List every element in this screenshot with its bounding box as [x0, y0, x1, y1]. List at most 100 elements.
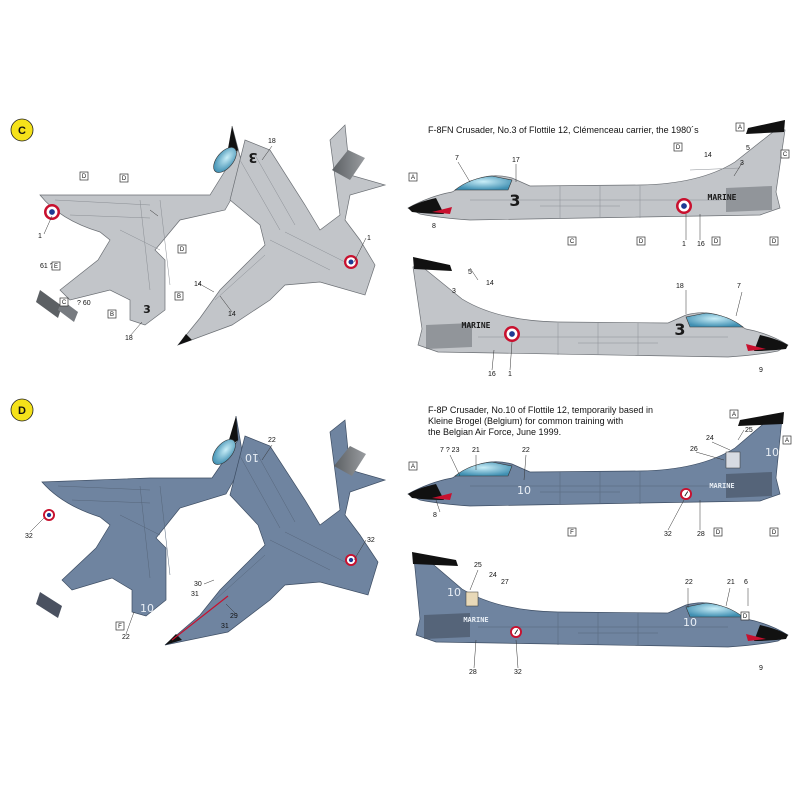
box-b-1: B — [177, 294, 181, 300]
d-callout-32-side: 32 — [664, 531, 672, 538]
callout-1: 1 — [38, 233, 42, 240]
box-c-2: C — [783, 152, 788, 158]
c-side2-marine: MARINE — [462, 321, 491, 330]
d-callout-28-lower: 28 — [469, 669, 477, 676]
d-top-number: 10 — [140, 602, 154, 615]
d-callout-21: 21 — [472, 447, 480, 454]
callout-60: ? 60 — [77, 300, 91, 307]
callout-18-lower: 18 — [676, 283, 684, 290]
callout-5-lower: 5 — [468, 269, 472, 276]
section-d-caption-line-3: the Belgian Air Force, June 1999. — [428, 427, 561, 437]
box-d-2: D — [122, 176, 127, 182]
d-callout-22-lower: 22 — [685, 579, 693, 586]
d-side-view-right: 10 10 MARINE — [412, 552, 789, 648]
d-callout-27: 27 — [501, 579, 509, 586]
d-box-f-1: F — [570, 530, 574, 536]
box-d-3: D — [180, 247, 185, 253]
d-callout-31-a: 31 — [191, 591, 199, 598]
section-d-caption-line-1: F-8P Crusader, No.10 of Flottile 12, tem… — [428, 405, 653, 415]
box-d-6: D — [714, 239, 719, 245]
callout-16-side: 16 — [697, 241, 705, 248]
d-bottom-number: 10 — [245, 451, 259, 464]
section-d: D 10 10 — [10, 398, 792, 676]
d-side1-fin-number: 10 — [765, 446, 779, 459]
d-side1-marine: MARINE — [709, 482, 734, 490]
d-box-d-1: D — [716, 530, 721, 536]
c-top-view: 3 — [36, 125, 246, 326]
callout-8: 8 — [432, 223, 436, 230]
c-callouts: 1 61 ? ? 60 18 18 1 14 14 7 17 14 3 5 1 … — [38, 122, 790, 378]
d-callout-32-top: 32 — [25, 533, 33, 540]
d-side2-marine: MARINE — [463, 616, 488, 624]
callout-14-side: 14 — [704, 152, 712, 159]
d-callouts: 22 32 32 22 30 31 29 31 7 ? 23 21 22 25 … — [25, 409, 792, 676]
d-callout-22-bottom: 22 — [268, 437, 276, 444]
callout-18-top: 18 — [125, 335, 133, 342]
c-side2-number: 3 — [674, 320, 685, 339]
callout-61: 61 ? — [40, 263, 54, 270]
d-callout-6: 6 — [744, 579, 748, 586]
callout-1-bottom: 1 — [367, 235, 371, 242]
box-c-1: C — [62, 300, 67, 306]
c-bottom-number: 3 — [248, 149, 257, 164]
d-box-a-2: A — [732, 412, 736, 418]
c-top-number: 3 — [143, 303, 151, 316]
section-c-caption: F-8FN Crusader, No.3 of Flottile 12, Clé… — [428, 125, 699, 135]
d-callout-26: 26 — [690, 446, 698, 453]
d-callout-32-bottom: 32 — [367, 537, 375, 544]
box-a-1: A — [411, 175, 415, 181]
callout-3-lower: 3 — [452, 288, 456, 295]
d-callout-22-top: 22 — [122, 634, 130, 641]
d-side-view-left: 10 10 MARINE — [407, 412, 784, 507]
box-d-5: D — [639, 239, 644, 245]
box-a-2: A — [738, 125, 742, 131]
d-side2-fin-number: 10 — [447, 586, 461, 599]
box-d-4: D — [676, 145, 681, 151]
section-d-badge — [10, 398, 34, 422]
callout-5-side: 5 — [746, 145, 750, 152]
section-c-badge — [10, 118, 34, 142]
d-box-d-2: D — [772, 530, 777, 536]
callout-17: 17 — [512, 157, 520, 164]
d-box-d-3: D — [743, 614, 748, 620]
d-box-a-1: A — [411, 464, 415, 470]
callout-7-lower: 7 — [737, 283, 741, 290]
callout-7: 7 — [455, 155, 459, 162]
d-callout-22-side: 22 — [522, 447, 530, 454]
d-callout-31-b: 31 — [221, 623, 229, 630]
callout-18-bottom: 18 — [268, 138, 276, 145]
box-c-3: C — [570, 239, 575, 245]
callout-14-lower: 14 — [486, 280, 494, 287]
d-callout-21-lower: 21 — [727, 579, 735, 586]
d-callout-8: 8 — [433, 512, 437, 519]
d-callout-25: 25 — [745, 427, 753, 434]
callout-1-lower: 1 — [508, 371, 512, 378]
box-e-1: E — [54, 264, 58, 270]
c-side1-number: 3 — [509, 191, 520, 210]
d-callout-24-lower: 24 — [489, 572, 497, 579]
d-top-view: 10 — [36, 415, 245, 618]
callout-14-a: 14 — [194, 281, 202, 288]
d-callout-9: 9 — [759, 665, 763, 672]
d-side2-number: 10 — [683, 616, 697, 629]
section-d-badge-label: D — [18, 405, 26, 417]
d-callout-24: 24 — [706, 435, 714, 442]
c-side1-marine: MARINE — [708, 193, 737, 202]
section-c: C 3 3 — [10, 118, 790, 378]
c-side-view-left: 3 MARINE — [407, 120, 786, 221]
callout-1-side: 1 — [682, 241, 686, 248]
d-callout-29: 29 — [230, 613, 238, 620]
d-callout-7-23: 7 ? 23 — [440, 447, 460, 454]
d-callout-32-lower: 32 — [514, 669, 522, 676]
callout-3-side: 3 — [740, 160, 744, 167]
d-callout-30: 30 — [194, 581, 202, 588]
d-box-f-2: F — [118, 624, 122, 630]
callout-16-lower: 16 — [488, 371, 496, 378]
box-b-2: B — [110, 312, 114, 318]
d-bottom-view: 10 — [164, 419, 387, 646]
section-d-caption-line-2: Kleine Brogel (Belgium) for common train… — [428, 416, 623, 426]
d-side1-number: 10 — [517, 484, 531, 497]
d-callout-28-side: 28 — [697, 531, 705, 538]
